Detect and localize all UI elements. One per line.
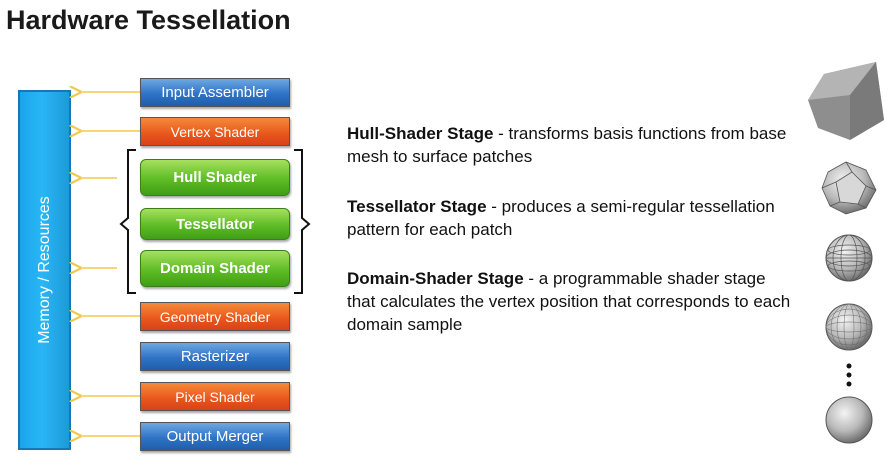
coarse-mesh-icon xyxy=(808,62,884,140)
medium-mesh-icon xyxy=(825,234,873,282)
description-text: - transforms basis functions from base m… xyxy=(347,124,787,166)
stage-tessellator: Tessellator xyxy=(140,208,290,240)
description-text: - produces a semi-regular tessellation p… xyxy=(347,197,775,239)
right-brace xyxy=(294,149,311,294)
more-levels-icon xyxy=(846,363,852,387)
description-heading: Tessellator Stage xyxy=(347,197,487,216)
stage-vertex-shader: Vertex Shader xyxy=(140,117,290,146)
description-domain-shader: Domain-Shader Stage - a programmable sha… xyxy=(347,267,792,336)
stage-hull-shader: Hull Shader xyxy=(140,159,290,196)
left-brace xyxy=(119,149,136,294)
stage-pixel-shader: Pixel Shader xyxy=(140,382,290,411)
stage-output-merger: Output Merger xyxy=(140,422,290,451)
stage-input-assembler: Input Assembler xyxy=(140,78,290,107)
memory-resources-bar: Memory / Resources xyxy=(18,90,71,450)
description-heading: Domain-Shader Stage xyxy=(347,269,524,288)
stage-rasterizer: Rasterizer xyxy=(140,342,290,371)
description-hull-shader: Hull-Shader Stage - transforms basis fun… xyxy=(347,122,787,168)
smooth-sphere-icon xyxy=(825,396,873,444)
description-heading: Hull-Shader Stage xyxy=(347,124,494,143)
description-tessellator: Tessellator Stage - produces a semi-regu… xyxy=(347,195,787,241)
description-text: - a programmable shader stage that calcu… xyxy=(347,269,791,334)
stage-geometry-shader: Geometry Shader xyxy=(140,302,290,331)
page-title: Hardware Tessellation xyxy=(6,5,291,35)
stage-domain-shader: Domain Shader xyxy=(140,250,290,287)
low-poly-mesh-icon xyxy=(821,161,877,215)
fine-mesh-icon xyxy=(825,303,873,351)
